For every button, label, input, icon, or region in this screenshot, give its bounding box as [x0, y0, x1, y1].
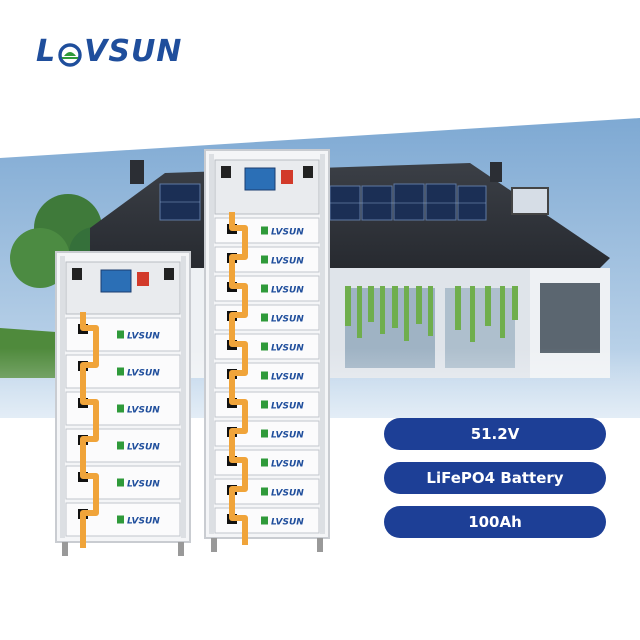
- tall-rack-module-logo: LVSUN: [271, 286, 304, 296]
- small-rack-module-logo: LVSUN: [127, 480, 160, 490]
- tall-rack-module-logo: LVSUN: [271, 489, 304, 499]
- tall-rack-module-logo: LVSUN: [271, 315, 304, 325]
- logo-text-end: VSUN: [84, 34, 183, 69]
- small-rack-module-mark: [117, 515, 124, 524]
- tall-rack-foot-right: [317, 538, 323, 552]
- small-rack-module-logo: LVSUN: [127, 406, 160, 416]
- small-rack-rail-right: [181, 256, 186, 538]
- small-rack-module-mark: [117, 367, 124, 376]
- logo-text-start: L: [36, 34, 57, 69]
- small-rack-module-mark: [117, 441, 124, 450]
- small-rack-module-logo: LVSUN: [127, 443, 160, 453]
- small-rack-breaker: [137, 272, 149, 286]
- small-rack-foot-right: [178, 542, 184, 556]
- small-rack-terminal-a: [72, 268, 82, 280]
- tall-rack-module-logo: LVSUN: [271, 460, 304, 470]
- tall-rack-module-mark: [261, 458, 268, 467]
- tall-rack-terminal-a: [221, 166, 231, 178]
- tall-rack-module-logo: LVSUN: [271, 402, 304, 412]
- tall-rack-module-logo: LVSUN: [271, 257, 304, 267]
- tall-rack-rail-left: [209, 154, 214, 534]
- tall-rack-module-mark: [261, 429, 268, 438]
- tall-rack-display: [244, 167, 276, 191]
- small-rack-module-logo: LVSUN: [127, 517, 160, 527]
- small-rack-module-mark: [117, 478, 124, 487]
- tall-rack-module-mark: [261, 487, 268, 496]
- tall-rack-module-mark: [261, 342, 268, 351]
- tall-rack-module-logo: LVSUN: [271, 228, 304, 238]
- brand-logo: L VSUN: [36, 34, 182, 69]
- sun-logo-icon: [58, 42, 82, 67]
- spec-voltage-badge: 51.2V: [384, 418, 606, 450]
- tall-rack-module-mark: [261, 255, 268, 264]
- spec-capacity-badge: 100Ah: [384, 506, 606, 538]
- small-rack-module-logo: LVSUN: [127, 332, 160, 342]
- tall-rack-foot-left: [211, 538, 217, 552]
- tall-rack-breaker: [281, 170, 293, 184]
- tall-rack-module-logo: LVSUN: [271, 344, 304, 354]
- spec-chemistry-badge: LiFePO4 Battery: [384, 462, 606, 494]
- small-rack-module-mark: [117, 404, 124, 413]
- tall-rack-rail-right: [320, 154, 325, 534]
- small-rack-cable: [80, 312, 99, 548]
- small-rack-module-logo: LVSUN: [127, 369, 160, 379]
- tall-rack-module-mark: [261, 516, 268, 525]
- tall-rack-module-logo: LVSUN: [271, 373, 304, 383]
- tall-rack-module-mark: [261, 226, 268, 235]
- tall-rack-module-mark: [261, 284, 268, 293]
- tall-rack-module-logo: LVSUN: [271, 431, 304, 441]
- small-rack-module-mark: [117, 330, 124, 339]
- tall-rack-module-mark: [261, 313, 268, 322]
- small-rack-foot-left: [62, 542, 68, 556]
- tall-rack-terminal-b: [303, 166, 313, 178]
- tall-rack-module-logo: LVSUN: [271, 518, 304, 528]
- small-rack-rail-left: [60, 256, 65, 538]
- tall-rack-module-mark: [261, 400, 268, 409]
- tall-rack-module-mark: [261, 371, 268, 380]
- tall-rack-cable: [229, 212, 248, 545]
- small-rack-terminal-b: [164, 268, 174, 280]
- small-rack-display: [100, 269, 132, 293]
